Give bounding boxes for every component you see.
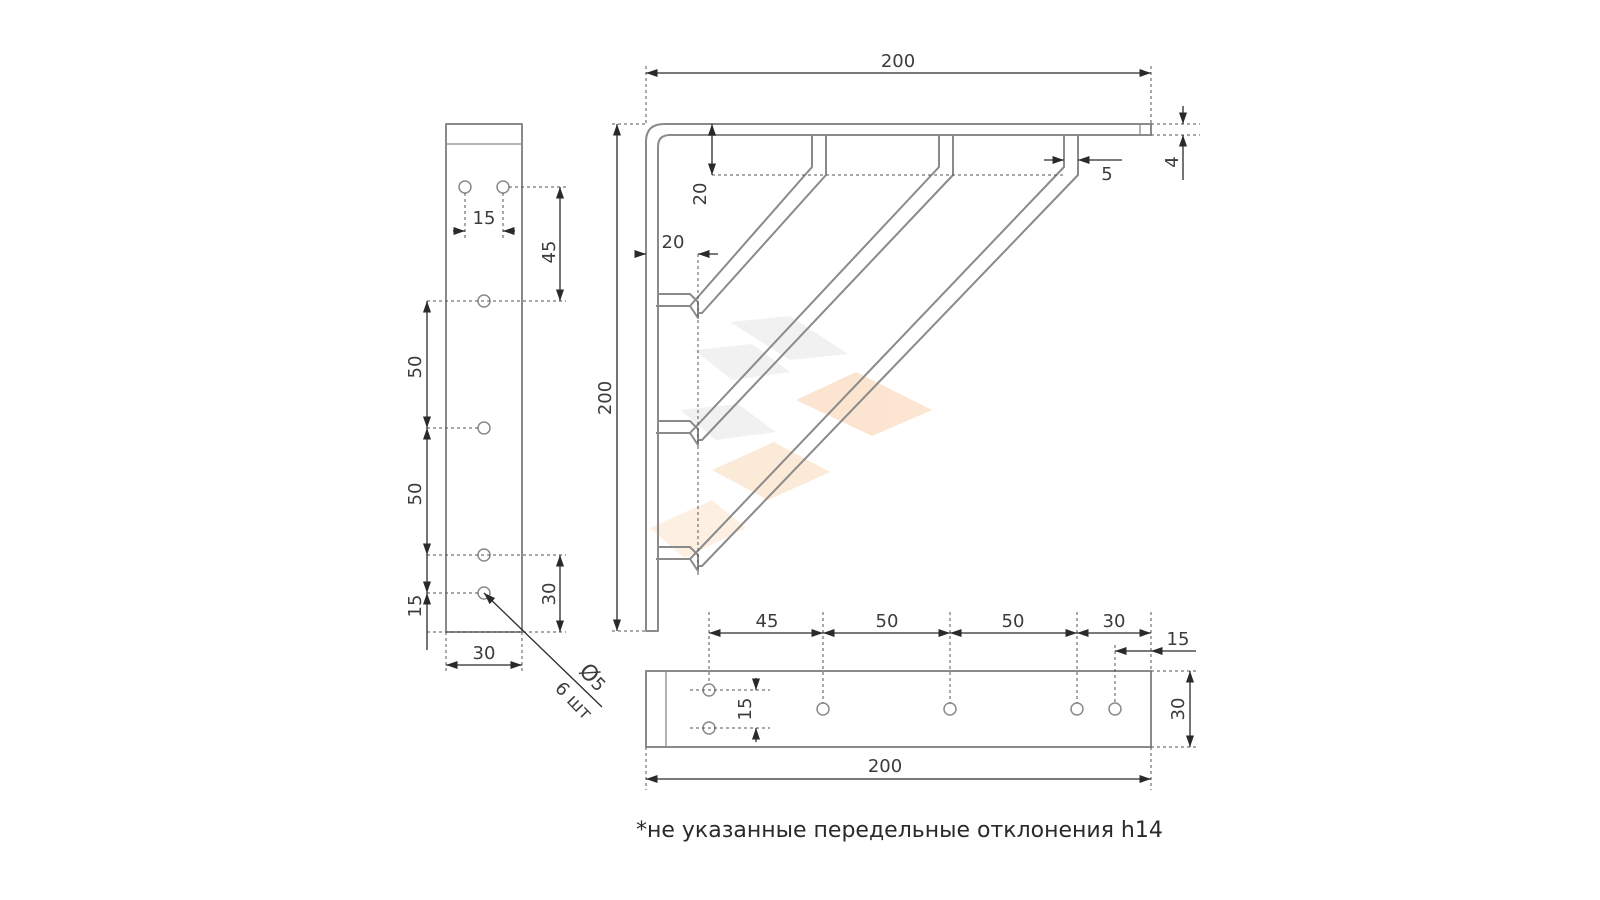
dim-side-width: 200 [881,51,915,72]
dim-bottom-45: 45 [756,611,779,632]
dim-left-30-bottom: 30 [539,583,560,606]
dim-bottom-50-b: 50 [1002,611,1025,632]
dim-left-50-b: 50 [405,483,426,506]
dim-side-rib-horizontal: 20 [662,232,685,253]
dim-side-rib-vertical: 20 [690,183,711,206]
dim-bottom-length: 200 [868,756,902,777]
dim-left-top-holes: 15 [473,208,496,229]
dim-left-45: 45 [539,241,560,264]
hole [496,180,510,194]
hole [1070,702,1084,716]
dim-left-50-a: 50 [405,356,426,379]
dim-bottom-height: 30 [1168,698,1189,721]
dim-left-width: 30 [473,643,496,664]
dim-bottom-50-a: 50 [876,611,899,632]
dim-side-height: 200 [595,381,616,415]
hole [1108,702,1122,716]
bottom-plate-view: 15 45 50 50 30 15 30 200 [645,611,1198,790]
dim-side-rib-width: 5 [1101,164,1112,185]
hole [458,180,472,194]
bracket-side-view: 200 200 20 20 5 4 [595,51,1200,632]
watermark-logo [650,316,932,558]
hole [816,702,830,716]
tolerance-note: *не указанные передельные отклонения h14 [636,818,1163,843]
dim-bottom-30: 30 [1103,611,1126,632]
hole [943,702,957,716]
left-plate-view: 15 45 50 50 15 30 30 Ø5 6 шт [405,123,610,724]
dim-left-15-bottom: 15 [405,595,426,618]
dim-bottom-end-offset: 15 [1167,629,1190,650]
dim-side-thickness: 4 [1162,156,1183,167]
hole [477,421,491,435]
dim-bottom-hole-pair: 15 [735,698,756,721]
